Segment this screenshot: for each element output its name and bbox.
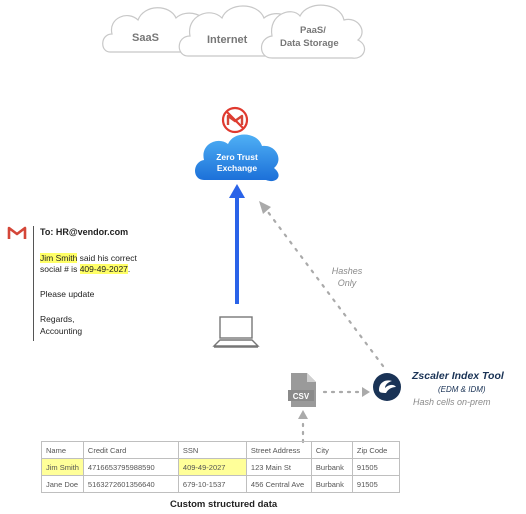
tool-subtitle: (EDM & IDM) — [438, 385, 486, 394]
table-row: Jim Smith 4716653795988590 409-49-2027 1… — [41, 458, 400, 476]
table-cell: 91505 — [351, 458, 400, 476]
upload-arrow — [229, 184, 245, 304]
cloud-paas-label-2: Data Storage — [280, 38, 339, 49]
table-header-cell: Name — [41, 441, 84, 459]
csv-file-icon: CSV — [288, 373, 316, 407]
table-cell: 4716653795988590 — [82, 458, 179, 476]
table-header-cell: Street Address — [245, 441, 312, 459]
zscaler-tool-icon — [373, 373, 401, 401]
email-sender: Accounting — [40, 326, 83, 336]
email-regards: Regards, — [40, 314, 75, 324]
table-header-cell: Zip Code — [351, 441, 400, 459]
table-row: Jane Doe 5163272601356640 679-10-1537 45… — [41, 475, 400, 493]
gmail-icon — [7, 226, 27, 239]
cloud-group: SaaS Internet PaaS/ Data Storage — [102, 4, 366, 59]
email-divider — [33, 226, 34, 341]
table-cell: 679-10-1537 — [177, 475, 247, 493]
laptop-icon — [212, 316, 260, 348]
email-text-2: social # is — [40, 264, 80, 274]
hashes-label-line2: Only — [337, 278, 357, 288]
zte-label-2: Exchange — [217, 163, 257, 173]
hashes-dotted-arrow — [259, 201, 385, 368]
zero-trust-exchange-cloud: Zero Trust Exchange — [195, 134, 279, 182]
table-cell: 91505 — [351, 475, 400, 493]
hashes-label-line1: Hashes — [331, 266, 363, 276]
blocked-gmail-icon — [221, 106, 249, 134]
email-ssn-highlight: 409-49-2027 — [79, 264, 128, 274]
table-header-cell: SSN — [177, 441, 247, 459]
table-cell: Jane Doe — [41, 475, 84, 493]
cloud-internet-label: Internet — [207, 34, 248, 46]
table-cell: 456 Central Ave — [245, 475, 312, 493]
email-please-update: Please update — [40, 289, 95, 299]
structured-data-table: Name Credit Card SSN Street Address City… — [41, 441, 400, 493]
table-cell: 409-49-2027 — [177, 458, 247, 476]
table-cell: Burbank — [310, 458, 353, 476]
hashes-only-label: Hashes Only — [322, 265, 372, 289]
email-body-line1: Jim Smith said his correct — [40, 253, 137, 264]
email-text-2-end: . — [127, 264, 131, 274]
zte-label-1: Zero Trust — [216, 152, 258, 162]
email-name-highlight: Jim Smith — [40, 253, 78, 263]
table-cell: Burbank — [310, 475, 353, 493]
table-caption: Custom structured data — [170, 499, 278, 510]
table-header-cell: Credit Card — [82, 441, 179, 459]
cloud-saas-label: SaaS — [132, 32, 159, 44]
table-header-row: Name Credit Card SSN Street Address City… — [41, 441, 400, 459]
csv-label: CSV — [293, 392, 310, 401]
tool-title: Zscaler Index Tool — [412, 370, 504, 382]
table-to-csv-arrow — [298, 410, 308, 444]
table-header-cell: City — [310, 441, 353, 459]
csv-to-tool-arrow — [322, 387, 370, 397]
table-cell: 5163272601356640 — [82, 475, 179, 493]
email-body-line2: social # is 409-49-2027. — [40, 264, 130, 275]
table-cell: Jim Smith — [41, 458, 84, 476]
tool-note: Hash cells on-prem — [413, 397, 491, 407]
email-to: To: HR@vendor.com — [40, 227, 129, 237]
cloud-paas-label-1: PaaS/ — [300, 25, 326, 36]
table-cell: 123 Main St — [245, 458, 312, 476]
email-text-1: said his correct — [77, 253, 137, 263]
